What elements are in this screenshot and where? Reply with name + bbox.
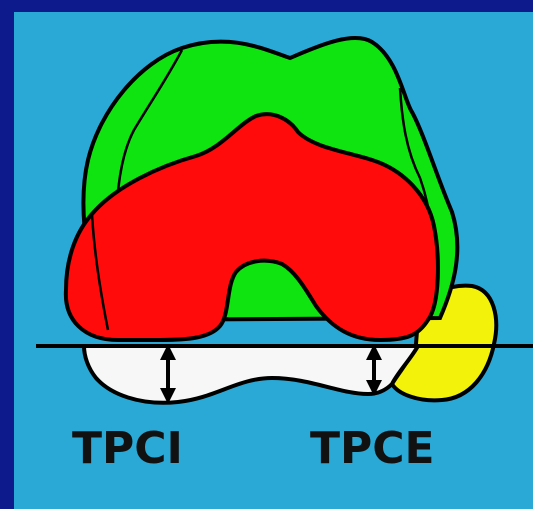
label-tpci: TPCI <box>72 423 183 474</box>
label-tpce: TPCE <box>310 423 435 474</box>
